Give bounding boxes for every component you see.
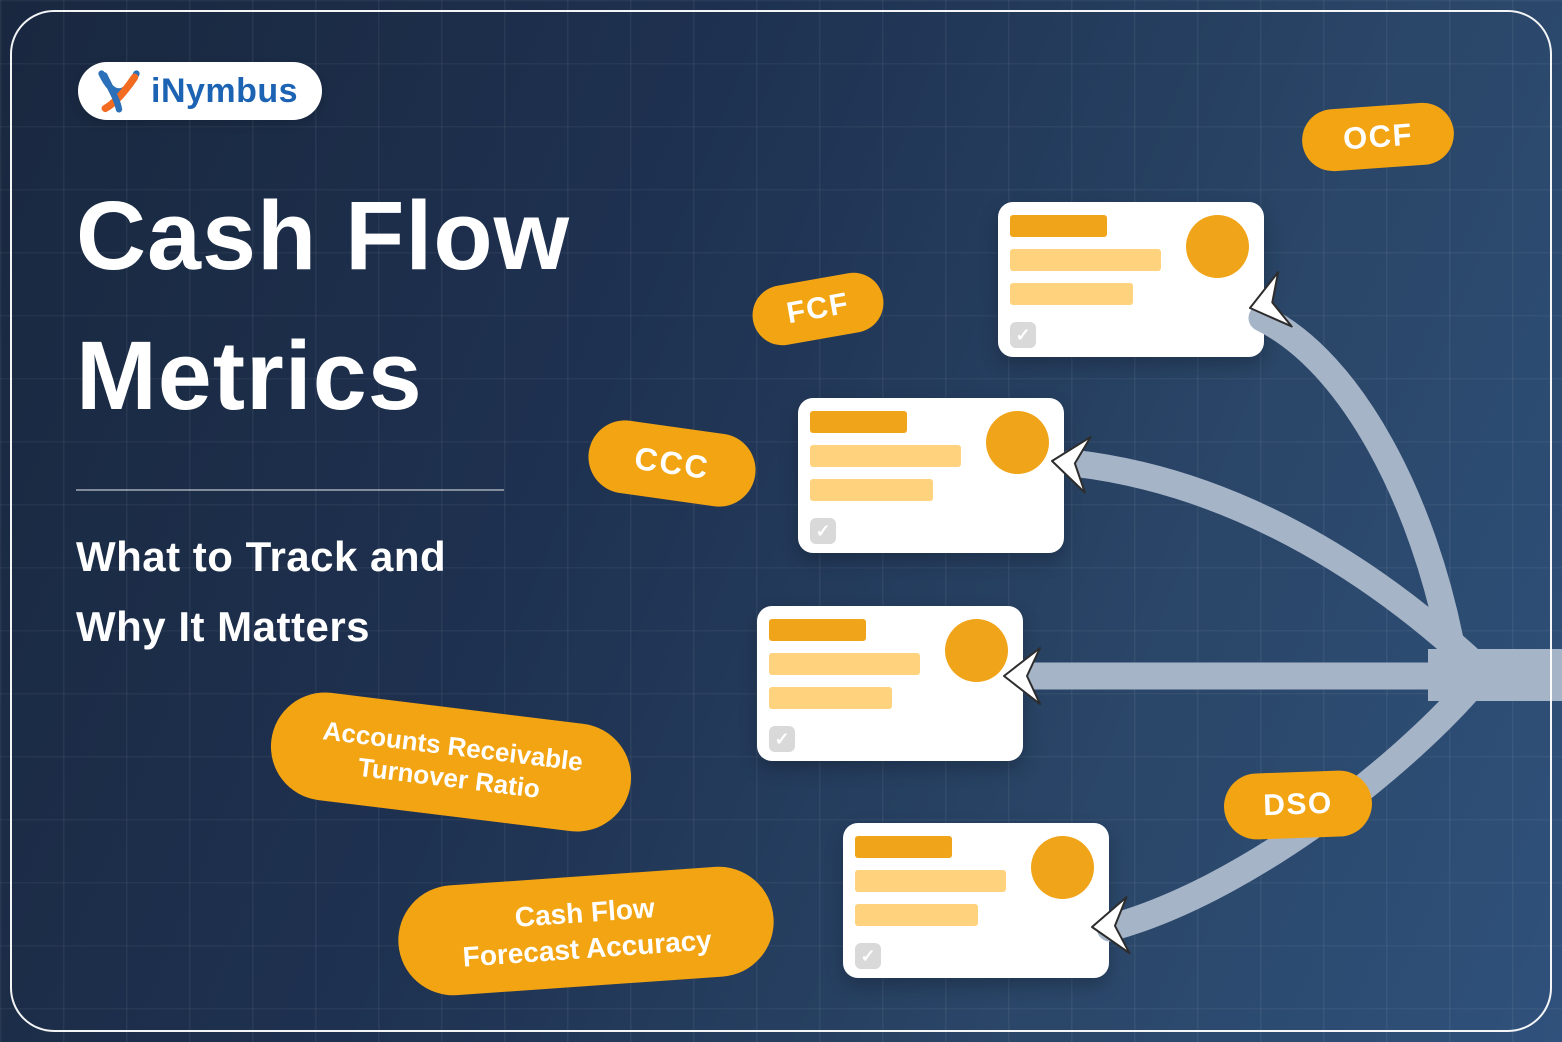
badge-dso-label: DSO [1262,786,1334,823]
card-line-placeholder [855,870,1006,892]
card-line-placeholder [855,904,978,926]
badge-ocf: OCF [1300,100,1456,174]
badge-ccc-label: CCC [632,439,712,487]
checkbox-icon: ✓ [810,518,836,544]
logo-brand-text: iNymbus [151,71,299,110]
card-avatar-circle [1031,836,1094,899]
metric-card-forecast: ✓ [843,823,1109,978]
card-line-placeholder [810,445,961,467]
card-avatar-circle [945,619,1008,682]
badge-dso: DSO [1222,769,1374,841]
card-title-placeholder [769,619,866,641]
logo: iNymbus [78,62,323,120]
flow-line-ccc [1058,449,1484,674]
badge-fcf-label: FCF [784,286,852,331]
badge-ocf-label: OCF [1341,116,1415,157]
check-glyph: ✓ [1015,324,1031,345]
card-line-placeholder [769,687,892,709]
check-glyph: ✓ [860,945,876,966]
metric-card-ccc: ✓ [798,398,1064,553]
card-line-placeholder [810,479,933,501]
checkbox-icon: ✓ [1010,322,1036,348]
badge-accounts-receivable-turnover-ratio: Accounts Receivable Turnover Ratio [264,686,638,838]
flow-line-ocf [1248,304,1466,664]
check-glyph: ✓ [774,728,790,749]
page-title-line-2: Metrics [76,321,423,430]
card-avatar-circle [1186,215,1249,278]
card-avatar-circle [986,411,1049,474]
badge-ccc: CCC [583,415,761,512]
checkbox-icon: ✓ [769,726,795,752]
card-title-placeholder [855,836,952,858]
badge-fcf: FCF [747,267,889,351]
metric-card-art: ✓ [757,606,1023,761]
title-divider [76,489,504,491]
page-subtitle-line-1: What to Track and [76,533,447,580]
card-line-placeholder [1010,249,1161,271]
page-title-line-1: Cash Flow [76,181,571,290]
check-glyph: ✓ [815,520,831,541]
page-subtitle-line-2: Why It Matters [76,603,371,650]
badge-cash-flow-forecast-accuracy: Cash Flow Forecast Accuracy [394,863,778,999]
card-title-placeholder [1010,215,1107,237]
badge-forecast-line-2: Forecast Accuracy [461,924,713,973]
card-title-placeholder [810,411,907,433]
page-title: Cash Flow Metrics [76,166,570,446]
card-line-placeholder [769,653,920,675]
checkbox-icon: ✓ [855,943,881,969]
inymbus-logo-icon [98,70,140,113]
card-line-placeholder [1010,283,1133,305]
metric-card-ocf: ✓ [998,202,1264,357]
page-subtitle: What to Track and Why It Matters [76,522,446,662]
